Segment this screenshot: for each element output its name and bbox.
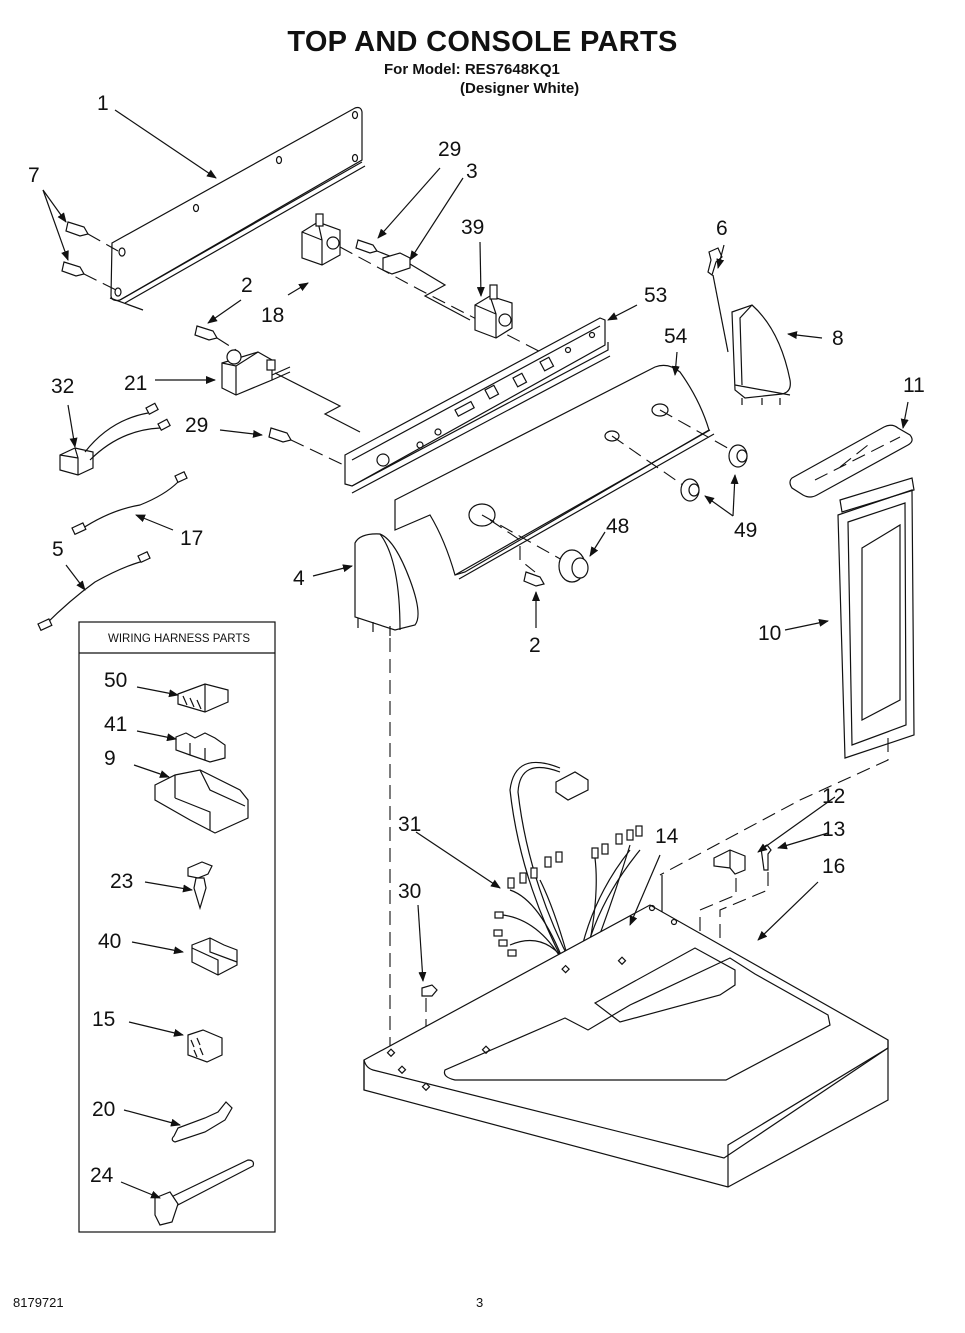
screw-knob xyxy=(523,571,545,587)
connector-40 xyxy=(191,937,238,976)
box-callout-40: 40 xyxy=(98,930,121,953)
knob xyxy=(558,549,589,583)
callout-53-console-bracket: 53 xyxy=(644,284,667,307)
connector-15 xyxy=(187,1029,223,1063)
callout-18-switch-18: 18 xyxy=(261,304,284,327)
callout-1-console-rear-panel: 1 xyxy=(97,92,109,115)
callout-29-screw-lower: 29 xyxy=(185,414,208,437)
callout-49-knob-bushings: 49 xyxy=(734,519,757,542)
callout-16-top-panel: 16 xyxy=(822,855,845,878)
callout-4-end-cap-left: 4 xyxy=(293,567,305,590)
callout-8-end-cap-right: 8 xyxy=(832,327,844,350)
callout-3-switch-clip: 3 xyxy=(466,160,478,183)
connector-50 xyxy=(177,683,229,713)
box-callout-41: 41 xyxy=(104,713,127,736)
callout-7-panel-screws: 7 xyxy=(28,164,40,187)
timer xyxy=(221,349,361,433)
model-variant: (Designer White) xyxy=(460,80,580,97)
lint-screen-cover xyxy=(789,424,913,498)
box-callout-9: 9 xyxy=(104,747,116,770)
harness-32 xyxy=(59,402,171,476)
end-cap-left xyxy=(354,533,419,1070)
top-panel xyxy=(363,904,889,1188)
callout-11-lint-screen-cover: 11 xyxy=(903,374,925,397)
box-callout-23: 23 xyxy=(110,870,133,893)
box-callout-20: 20 xyxy=(92,1098,115,1121)
callout-2-screw-knob: 2 xyxy=(529,634,541,657)
connector-41 xyxy=(175,732,226,763)
end-cap-right xyxy=(707,247,791,405)
harness-17 xyxy=(71,470,188,536)
switch-39 xyxy=(474,284,513,339)
console-rear-panel xyxy=(109,106,366,311)
callout-12-clip-12: 12 xyxy=(822,785,845,808)
callout-leaders xyxy=(42,109,909,1199)
callout-30-clip-30: 30 xyxy=(398,880,421,903)
model-number: For Model: RES7648KQ1 xyxy=(384,61,560,78)
callout-39-switch-39: 39 xyxy=(461,216,484,239)
wiring-box-callout-labels: 50 41 9 23 40 15 20 24 xyxy=(90,669,133,1187)
switch-18 xyxy=(301,213,561,363)
callout-21-timer: 21 xyxy=(124,372,147,395)
terminal-20 xyxy=(171,1101,233,1143)
callout-14-grommet-14: 14 xyxy=(655,825,679,848)
box-callout-24: 24 xyxy=(90,1164,114,1187)
callout-10-lint-screen: 10 xyxy=(758,622,781,645)
callout-5-harness-5: 5 xyxy=(52,538,64,561)
screw-upper-and-clip xyxy=(355,239,471,321)
callout-13-screw-13: 13 xyxy=(822,818,845,841)
callout-6-screw-end-cap: 6 xyxy=(716,217,728,240)
box-callout-50: 50 xyxy=(104,669,127,692)
wiring-harness-parts-box: WIRING HARNESS PARTS xyxy=(78,621,276,1233)
page-number: 3 xyxy=(476,1295,484,1310)
callout-29-screw-upper: 29 xyxy=(438,138,461,161)
screw-2-upper xyxy=(194,325,237,351)
page-title: TOP AND CONSOLE PARTS xyxy=(287,26,678,58)
callout-54-console-panel: 54 xyxy=(664,325,688,348)
callout-17-harness-17: 17 xyxy=(180,527,203,550)
callout-48-knob: 48 xyxy=(606,515,629,538)
cable-tie-24 xyxy=(164,1159,255,1209)
box-callout-15: 15 xyxy=(92,1008,115,1031)
connector-9 xyxy=(154,769,249,834)
lint-screen xyxy=(659,477,915,876)
callout-2-screw-upper: 2 xyxy=(241,274,253,297)
callout-31-main-harness: 31 xyxy=(398,813,421,836)
clip-23 xyxy=(187,861,213,879)
screw-lower xyxy=(268,427,351,469)
document-number: 8179721 xyxy=(13,1295,64,1310)
callout-32-harness-32: 32 xyxy=(51,375,74,398)
wiring-harness-box-title: WIRING HARNESS PARTS xyxy=(108,633,250,645)
panel-screws xyxy=(61,221,119,291)
knob-bushings xyxy=(680,444,748,502)
harness-5 xyxy=(37,550,151,632)
main-harness xyxy=(493,761,643,1001)
console-panel xyxy=(394,364,741,580)
console-bracket xyxy=(344,317,611,494)
